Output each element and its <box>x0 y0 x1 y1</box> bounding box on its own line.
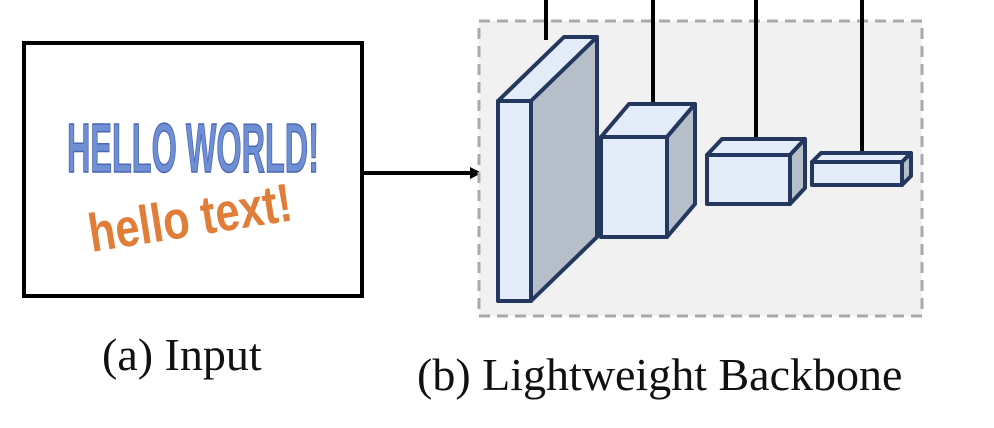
input-text-hello-world: HELLO WORLD! <box>67 109 319 187</box>
backbone-block-3 <box>705 137 807 206</box>
backbone-block-4 <box>810 151 913 187</box>
caption-backbone: (b) Lightweight Backbone <box>417 349 903 400</box>
backbone-block-2 <box>599 102 697 239</box>
backbone-block-1 <box>496 35 599 303</box>
caption-input: (a) Input <box>102 329 262 380</box>
input-image-frame <box>22 41 364 298</box>
